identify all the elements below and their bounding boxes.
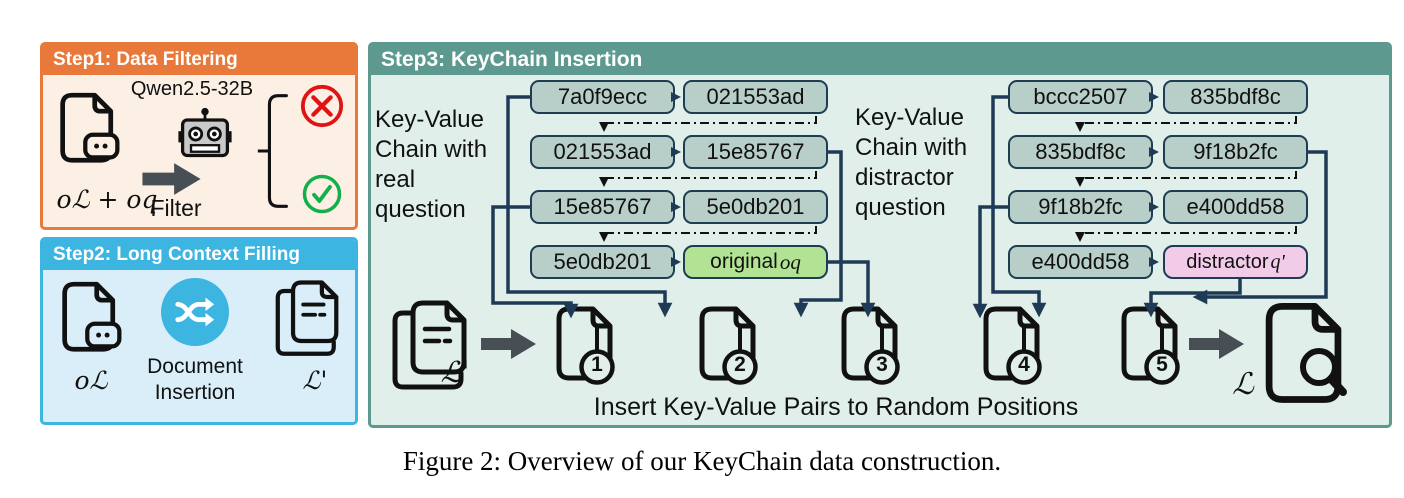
distractor-chain-label-line: question [855, 194, 946, 221]
shuffle-badge [161, 278, 229, 346]
document-icon [552, 303, 615, 385]
filter-label: Filter [150, 195, 202, 221]
step2-panel: Step2: Long Context Filling oℒ Document … [40, 237, 358, 425]
real-chain-label-line: Key-Value [375, 106, 484, 133]
step3-panel: Step3: KeyChain Insertion [368, 42, 1392, 428]
real-chain-label-line: real [375, 166, 416, 193]
key-box: 7a0f9ecc [530, 80, 675, 114]
value-box: 5e0db201 [683, 190, 828, 224]
real-chain-label: Key-Value Chain with real question [375, 105, 525, 225]
step1-title: Step1: Data Filtering [43, 45, 355, 75]
step2-body: oℒ Document Insertion ℒ' [43, 270, 355, 422]
key-box: e400dd58 [1008, 245, 1153, 279]
distractor-chain-label: Key-Value Chain with distractor question [855, 103, 990, 223]
step2-title: Step2: Long Context Filling [43, 240, 355, 270]
distractor-chain-label-line: distractor [855, 164, 954, 191]
process-label: Document Insertion [135, 354, 255, 406]
document-stack-icon [271, 274, 349, 364]
numbered-document: 4 [979, 303, 1045, 391]
distractor-chain-label-line: Key-Value [855, 104, 964, 131]
step1-input-label: oℒ + oq [56, 185, 158, 214]
model-name-label: Qwen2.5-32B [130, 78, 254, 100]
doc-number: 1 [591, 353, 603, 376]
process-label-line1: Document [147, 355, 243, 378]
shuffle-icon [172, 289, 218, 335]
step1-body: oℒ + oq Qwen2.5-32B Filter [43, 75, 355, 227]
original-question-box: original oq [683, 245, 828, 279]
distractor-chain-label-line: Chain with [855, 134, 968, 161]
document-icon [979, 303, 1042, 385]
robot-icon [177, 105, 233, 163]
distractor-question-box: distractor q' [1163, 245, 1308, 279]
source-doc-label: ℒ' [440, 355, 470, 389]
numbered-document: 3 [837, 303, 903, 391]
reject-icon [299, 83, 345, 129]
key-box: 835bdf8c [1008, 135, 1153, 169]
numbered-document: 2 [695, 303, 761, 391]
key-box: 5e0db201 [530, 245, 675, 279]
key-box: bccc2507 [1008, 80, 1153, 114]
brace-icon [257, 93, 289, 209]
doc-number: 4 [1018, 353, 1030, 376]
key-box: 9f18b2fc [1008, 190, 1153, 224]
insertion-caption: Insert Key-Value Pairs to Random Positio… [593, 393, 1079, 421]
numbered-document: 5 [1117, 303, 1183, 391]
value-box: 9f18b2fc [1163, 135, 1308, 169]
real-chain-label-line: Chain with [375, 136, 488, 163]
step2-output-label: ℒ' [302, 366, 328, 395]
step1-panel: Step1: Data Filtering oℒ + oq Qwen2.5-32… [40, 42, 358, 230]
document-chat-icon [57, 91, 123, 171]
value-box: 021553ad [683, 80, 828, 114]
value-box: 15e85767 [683, 135, 828, 169]
value-box: 835bdf8c [1163, 80, 1308, 114]
accept-icon [301, 173, 343, 215]
key-box: 021553ad [530, 135, 675, 169]
doc-number: 3 [876, 353, 888, 376]
distractor-box-text: distractor [1186, 250, 1269, 273]
value-box: e400dd58 [1163, 190, 1308, 224]
doc-number: 5 [1156, 353, 1168, 376]
numbered-document: 1 [552, 303, 618, 391]
document-icon [695, 303, 758, 385]
question-box-text: original [710, 250, 778, 273]
document-search-icon [1261, 301, 1353, 407]
document-icon [1117, 303, 1180, 385]
transform-arrow-icon [1189, 327, 1245, 361]
document-icon [837, 303, 900, 385]
distractor-box-var: q' [1270, 250, 1285, 273]
figure-caption: Figure 2: Overview of our KeyChain data … [402, 446, 1002, 476]
transform-arrow-icon [481, 327, 537, 361]
doc-number: 2 [734, 353, 746, 376]
key-box: 15e85767 [530, 190, 675, 224]
document-chat-icon [59, 280, 125, 360]
step3-body: Key-Value Chain with real question Key-V… [371, 75, 1389, 425]
real-chain-label-line: question [375, 196, 466, 223]
question-box-var: oq [779, 249, 801, 274]
process-label-line2: Insertion [154, 381, 236, 404]
result-doc-label: ℒ [1232, 367, 1254, 402]
step3-title: Step3: KeyChain Insertion [371, 45, 1389, 75]
step2-input-label: oℒ [74, 366, 108, 395]
